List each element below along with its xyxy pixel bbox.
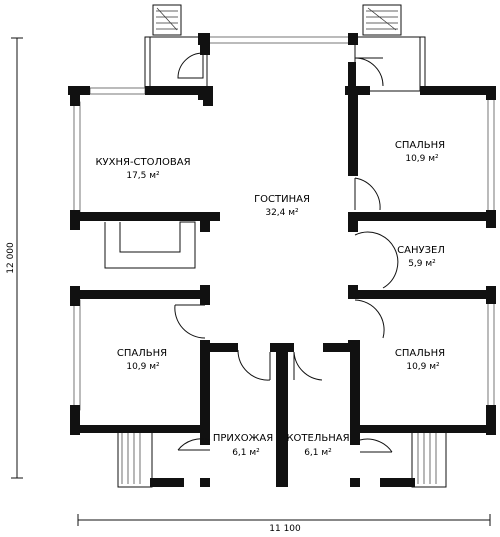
dimension-vertical: 12 000 [6,37,23,479]
room-area: 32,4 м² [265,208,299,218]
room-bathroom: САНУЗЕЛ 5,9 м² [397,245,445,269]
dimension-horizontal: 11 100 [77,514,491,534]
room-label: ГОСТИНАЯ [254,194,310,205]
room-area: 6,1 м² [232,448,260,458]
room-label: СПАЛЬНЯ [395,140,445,151]
room-label: СПАЛЬНЯ [395,348,445,359]
walls [68,33,496,487]
room-area: 10,9 м² [405,154,439,164]
room-hallway: ПРИХОЖАЯ 6,1 м² [213,433,273,458]
room-label: КОТЕЛЬНАЯ [286,433,349,444]
room-area: 5,9 м² [408,259,436,269]
height-dimension-label: 12 000 [6,242,16,274]
room-area: 6,1 м² [304,448,332,458]
top-right-terrace [354,4,426,92]
room-boiler: КОТЕЛЬНАЯ 6,1 м² [286,433,349,458]
room-area: 10,9 м² [406,362,440,372]
room-area: 17,5 м² [126,171,160,181]
room-label: ПРИХОЖАЯ [213,433,273,444]
top-left-terrace [144,4,208,92]
room-label: САНУЗЕЛ [397,245,445,256]
bottom-right-porch [411,426,447,488]
bottom-left-porch [117,426,153,488]
room-bedroom-top-right: СПАЛЬНЯ 10,9 м² [395,140,445,164]
room-area: 10,9 м² [126,362,160,372]
room-kitchen: КУХНЯ-СТОЛОВАЯ 17,5 м² [95,157,190,181]
room-bedroom-bottom-right: СПАЛЬНЯ 10,9 м² [395,348,445,372]
width-dimension-label: 11 100 [269,524,301,534]
room-living: ГОСТИНАЯ 32,4 м² [254,194,310,218]
room-label: СПАЛЬНЯ [117,348,167,359]
room-bedroom-left: СПАЛЬНЯ 10,9 м² [117,348,167,372]
room-label: КУХНЯ-СТОЛОВАЯ [95,157,190,168]
doors [174,52,399,453]
